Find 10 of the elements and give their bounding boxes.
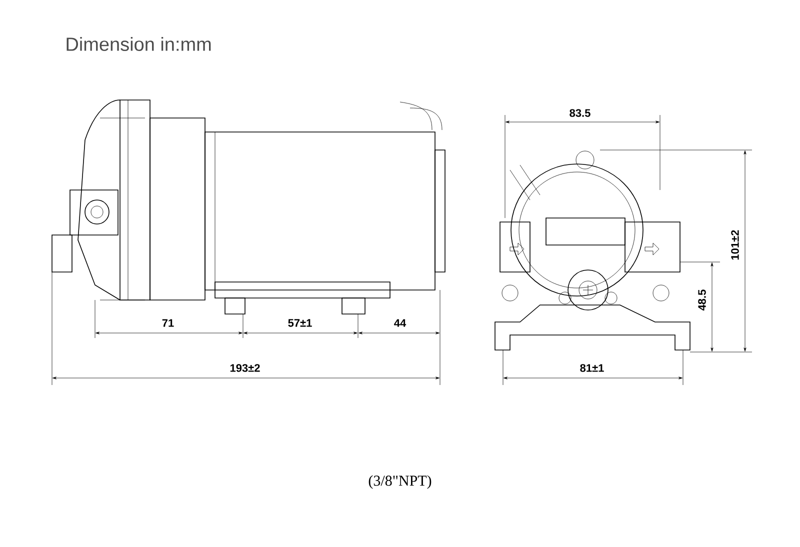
dimension-label: 48.5 bbox=[698, 290, 706, 311]
title: Dimension in:mm bbox=[66, 37, 211, 51]
dimension-label: 81±1 bbox=[580, 364, 604, 372]
caption: (3/8"NPT) bbox=[368, 475, 432, 489]
dimension-label: 71 bbox=[162, 319, 174, 327]
dimension-label: 193±2 bbox=[230, 364, 260, 372]
dimension-label: 101±2 bbox=[731, 230, 739, 260]
dimension-label: 57±1 bbox=[288, 319, 312, 327]
dimension-label: 83.5 bbox=[570, 109, 590, 117]
dimension-label: 44 bbox=[394, 319, 406, 327]
